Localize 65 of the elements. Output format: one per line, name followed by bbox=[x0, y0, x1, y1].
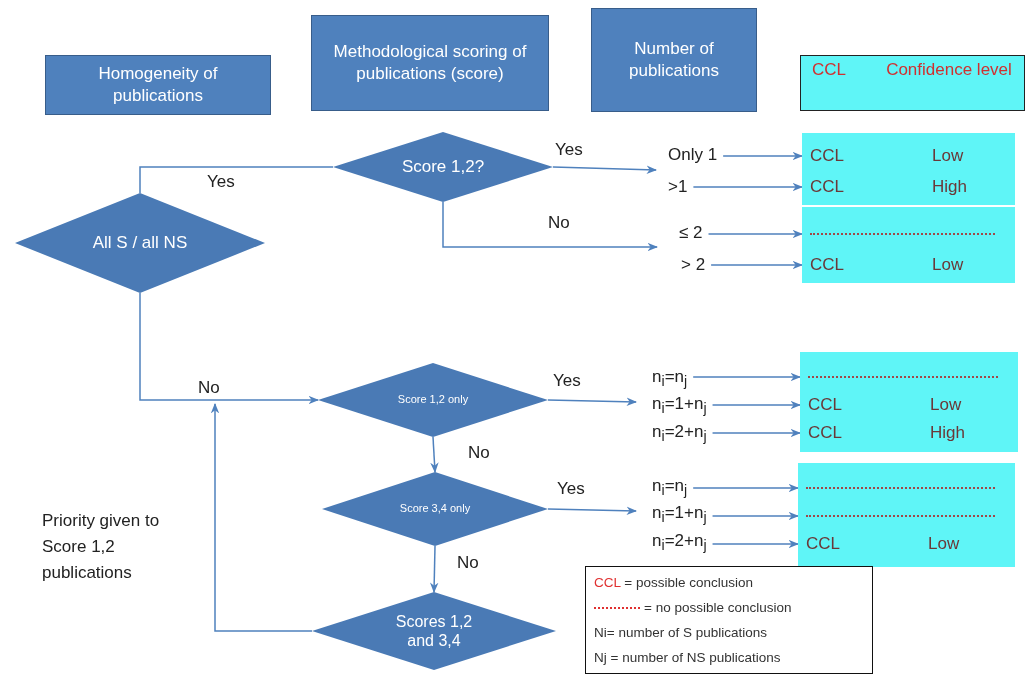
confidence-level: High bbox=[932, 176, 967, 198]
count-condition: n$_{i}$=2+n$_{j}$ bbox=[652, 529, 707, 555]
arrow bbox=[710, 260, 804, 270]
arrow bbox=[707, 229, 804, 239]
decision-diamond bbox=[318, 363, 548, 437]
arrow bbox=[692, 372, 802, 382]
column-header bbox=[800, 55, 1025, 111]
arrow bbox=[711, 539, 800, 549]
result-panel bbox=[802, 207, 1015, 283]
legend-text: Nj = number of NS publications bbox=[594, 650, 781, 665]
result-panel bbox=[800, 352, 1018, 452]
arrow bbox=[722, 151, 804, 161]
column-header: Homogeneity of publications bbox=[45, 55, 271, 115]
arrow bbox=[711, 400, 802, 410]
conclusion-text: CCL bbox=[810, 254, 844, 276]
result-panel bbox=[798, 463, 1015, 567]
confidence-level: Low bbox=[932, 254, 964, 276]
count-condition: n$_{i}$=n$_{j}$ bbox=[652, 365, 688, 391]
conclusion-text: CCL bbox=[806, 533, 840, 555]
conclusion-text: CCL bbox=[808, 422, 842, 444]
decision-diamond bbox=[322, 472, 548, 546]
column-header: Methodological scoring of publications (score) bbox=[311, 15, 549, 111]
count-condition: n$_{i}$=2+n$_{j}$ bbox=[652, 420, 707, 446]
arrow bbox=[711, 428, 802, 438]
conclusion-text: CCL bbox=[810, 176, 844, 198]
legend-text: = no possible conclusion bbox=[644, 600, 792, 615]
arrow bbox=[711, 511, 800, 521]
column-heading: Confidence level bbox=[885, 59, 1013, 81]
arrow bbox=[442, 201, 659, 252]
count-condition: n$_{i}$=n$_{j}$ bbox=[652, 474, 688, 500]
count-condition: > 2 bbox=[681, 253, 706, 277]
column-heading: CCL bbox=[811, 59, 847, 81]
confidence-level: Low bbox=[928, 533, 960, 555]
decision-text: Score 1,2? bbox=[401, 156, 485, 178]
result-panel bbox=[802, 133, 1015, 205]
conclusion-text: CCL bbox=[810, 145, 844, 167]
decision-text: Score 3,4 only bbox=[399, 502, 471, 516]
arrow bbox=[430, 436, 439, 474]
confidence-level: High bbox=[930, 422, 965, 444]
confidence-level: Low bbox=[932, 145, 964, 167]
arrow bbox=[430, 545, 439, 594]
arrow bbox=[547, 397, 638, 406]
count-condition: Only 1 bbox=[668, 143, 718, 167]
arrow bbox=[692, 483, 800, 493]
arrow bbox=[139, 292, 320, 405]
arrow bbox=[547, 506, 638, 515]
count-condition: n$_{i}$=1+n$_{j}$ bbox=[652, 392, 707, 418]
decision-diamond bbox=[312, 592, 556, 670]
legend-text: CCL = possible conclusion bbox=[594, 575, 753, 590]
arrow bbox=[692, 182, 804, 192]
legend-text: Ni= number of S publications bbox=[594, 625, 767, 640]
confidence-level: Low bbox=[930, 394, 962, 416]
decision-text: All S / all NS bbox=[92, 232, 188, 254]
decision-text: Scores 1,2 and 3,4 bbox=[394, 611, 474, 651]
conclusion-text: CCL bbox=[808, 394, 842, 416]
count-condition: >1 bbox=[668, 175, 688, 199]
count-condition: ≤ 2 bbox=[679, 221, 703, 245]
count-condition: n$_{i}$=1+n$_{j}$ bbox=[652, 501, 707, 527]
decision-diamond bbox=[333, 132, 553, 202]
arrow bbox=[552, 165, 658, 174]
arrow bbox=[210, 402, 313, 632]
note-text: Priority given to Score 1,2 publications bbox=[42, 510, 161, 584]
decision-diamond bbox=[15, 193, 265, 293]
decision-text: Score 1,2 only bbox=[397, 393, 469, 407]
column-header: Number of publications bbox=[591, 8, 757, 112]
